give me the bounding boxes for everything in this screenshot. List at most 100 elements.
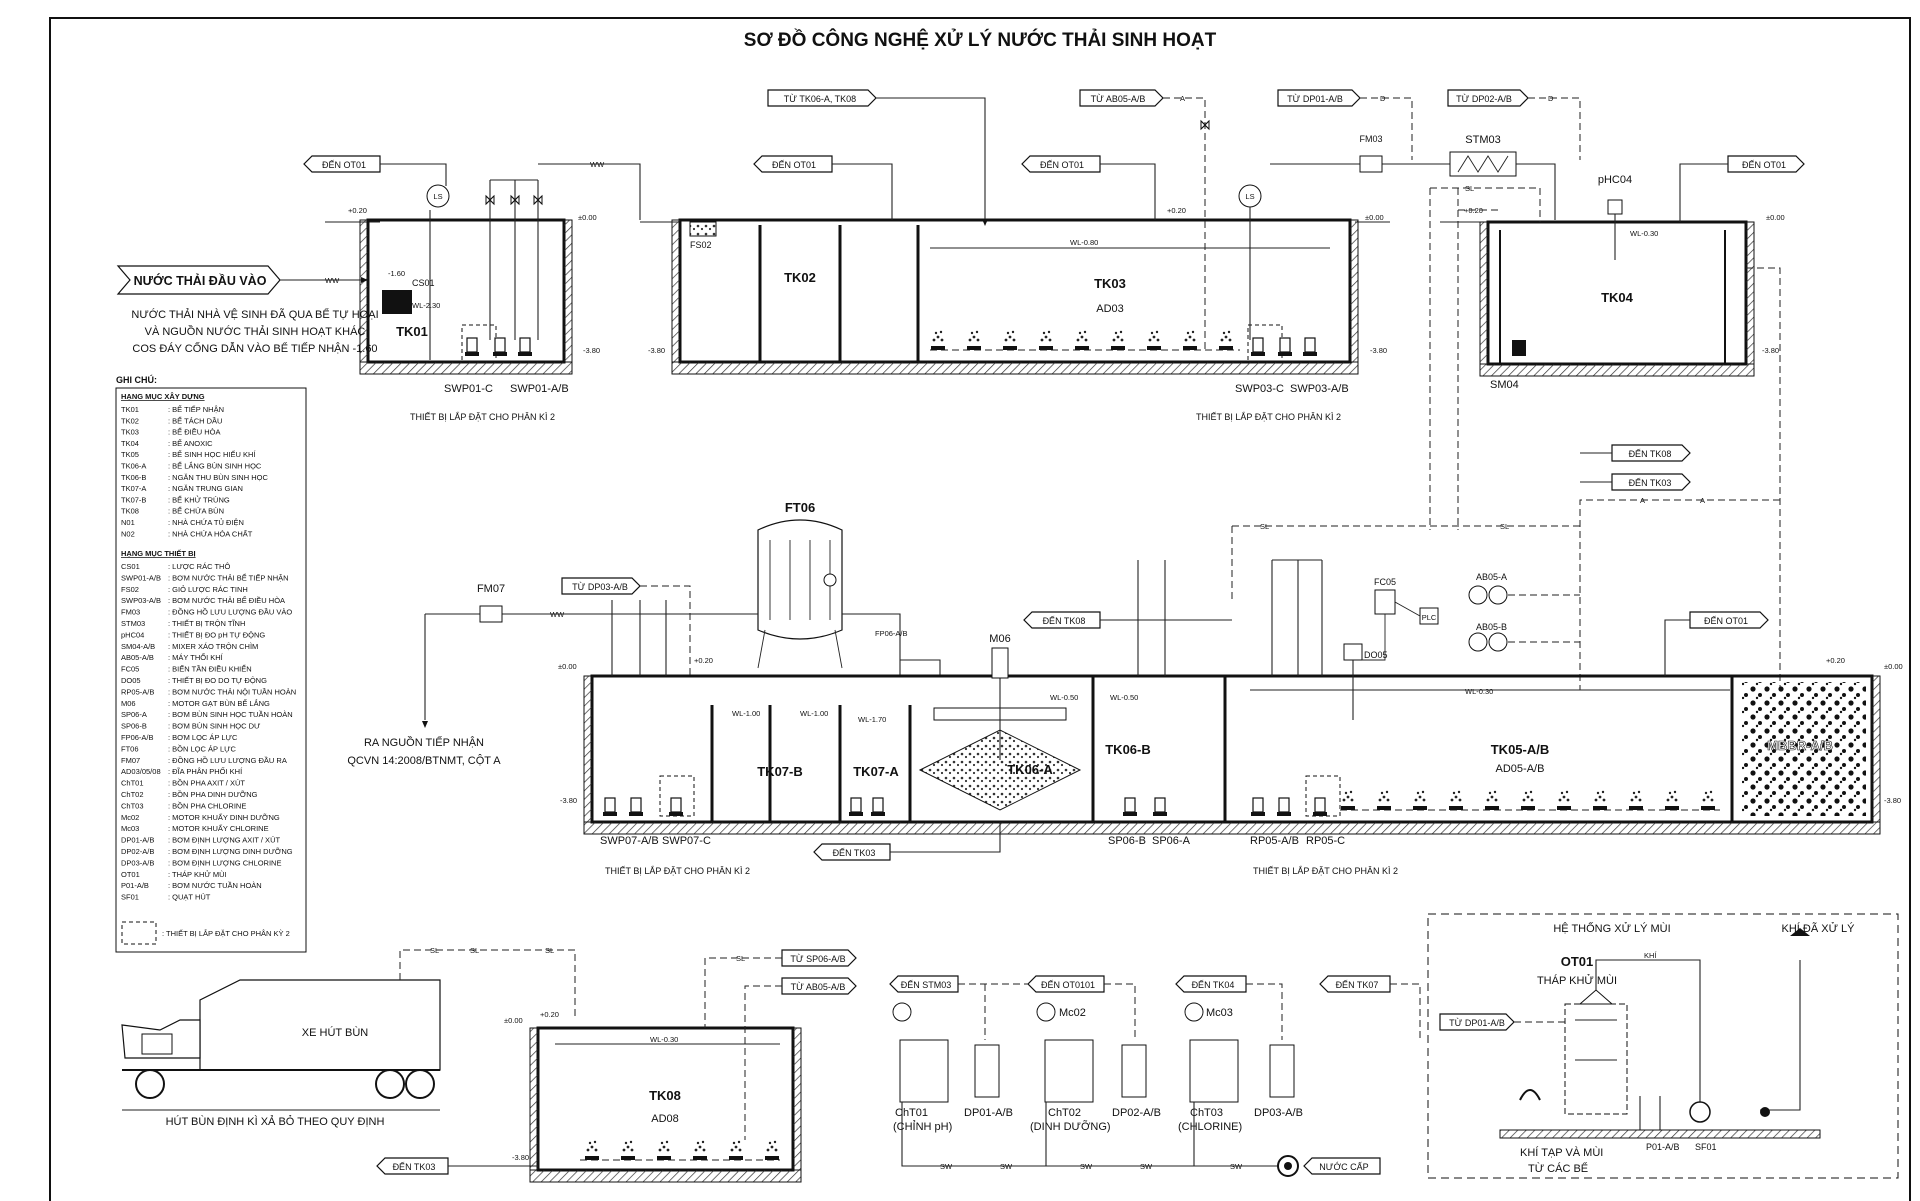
pump-swp07c-label: SWP07-C (662, 835, 711, 847)
svg-text:PLC: PLC (1422, 613, 1437, 622)
svg-text:A: A (1700, 496, 1705, 505)
svg-text:WW: WW (590, 160, 605, 169)
legend-desc: : BƠM ĐỊNH LƯỢNG AXIT / XÚT (168, 836, 280, 845)
flag-den-tk03-m: ĐẾN TK03 (813, 822, 1001, 861)
legend-desc: : THIẾT BỊ ĐO DO TỰ ĐỘNG (168, 675, 267, 685)
svg-text:ĐẾN TK03: ĐẾN TK03 (1629, 478, 1672, 488)
tank-tk05-tk06-tk07: TK07-B TK07-A TK06-A TK06-B TK05-A/B AD0… (558, 656, 1903, 835)
svg-text:DP01-A/B: DP01-A/B (964, 1107, 1013, 1119)
svg-text:THIẾT BỊ LẮP ĐẶT CHO PHÂN KÌ 2: THIẾT BỊ LẮP ĐẶT CHO PHÂN KÌ 2 (1253, 866, 1398, 876)
svg-text:KHÍ TẠP VÀ MÙI: KHÍ TẠP VÀ MÙI (1520, 1146, 1603, 1159)
svg-text:ĐẾN TK03: ĐẾN TK03 (393, 1162, 436, 1172)
svg-text:±0.00: ±0.00 (504, 1016, 523, 1025)
svg-text:TỪ AB05-A/B: TỪ AB05-A/B (791, 982, 846, 992)
svg-text:A: A (1640, 496, 1645, 505)
svg-text:(CHỈNH pH): (CHỈNH pH) (893, 1120, 952, 1133)
svg-text:-3.80: -3.80 (583, 346, 600, 355)
pump-sp06a-label: SP06-A (1152, 835, 1191, 847)
legend-desc: : BỂ LẮNG BÙN SINH HỌC (168, 462, 262, 471)
legend-code: SP06-A (121, 710, 147, 719)
svg-text:-3.80: -3.80 (648, 346, 665, 355)
legend-desc: : BƠM ĐỊNH LƯỢNG CHLORINE (168, 858, 281, 867)
discharge-label-1: RA NGUỒN TIẾP NHẬN (364, 736, 484, 749)
legend-desc: : BỂ CHỨA BÙN (168, 507, 224, 516)
svg-text:OT01: OT01 (1561, 954, 1594, 969)
svg-text:WW: WW (550, 610, 565, 619)
legend-code: TK07-A (121, 484, 146, 493)
legend-desc: : BƠM BÙN SINH HỌC TUẦN HOÀN (168, 709, 293, 719)
phc04-label: pHC04 (1598, 174, 1632, 186)
legend-desc: : NHÀ CHỨA HÓA CHẤT (168, 528, 253, 538)
svg-text:ĐẾN OT01: ĐẾN OT01 (322, 160, 366, 170)
legend-code: FP06-A/B (121, 733, 154, 742)
legend-desc: : BỒN PHA DINH DƯỠNG (168, 789, 258, 799)
legend-desc: : MÁY THỔI KHÍ (168, 653, 224, 662)
svg-text:SL: SL (1260, 522, 1269, 531)
legend-code: Mc03 (121, 824, 139, 833)
sludge-truck: XE HÚT BÙN HÚT BÙN ĐỊNH KÌ XẢ BỎ THEO QU… (121, 979, 441, 1128)
svg-text:ĐẾN OT01: ĐẾN OT01 (772, 160, 816, 170)
svg-text:THIẾT BỊ LẮP ĐẶT CHO PHÂN KÌ 2: THIẾT BỊ LẮP ĐẶT CHO PHÂN KÌ 2 (605, 866, 750, 876)
pump-swp01c-label: SWP01-C (444, 383, 493, 395)
svg-text:FC05: FC05 (1374, 577, 1396, 587)
legend-code: OT01 (121, 870, 140, 879)
legend-desc: : BƠM NƯỚC TUẦN HOÀN (168, 880, 262, 890)
tk06a-label: TK06-A (1007, 762, 1053, 777)
legend-desc: : MOTOR KHUẤY CHLORINE (168, 823, 269, 833)
legend-code: TK06-B (121, 473, 146, 482)
svg-text:+0.20: +0.20 (540, 1010, 559, 1019)
legend-code: FM03 (121, 608, 140, 617)
legend-code: STM03 (121, 619, 145, 628)
svg-text:ĐẾN OT01: ĐẾN OT01 (1704, 616, 1748, 626)
svg-text:ĐẾN OT01: ĐẾN OT01 (1040, 160, 1084, 170)
tank-tk01: TK01 CS01 -1.60 WL-2.30 LS +0.20 ±0.00 -… (348, 180, 600, 375)
svg-text:±0.00: ±0.00 (558, 662, 577, 671)
legend-desc: : BƠM NƯỚC THẢI NỘI TUẦN HOÀN (168, 686, 296, 696)
m06-label: M06 (989, 633, 1010, 645)
svg-text:LS: LS (1245, 192, 1254, 201)
legend-code: TK03 (121, 428, 139, 437)
legend-desc: : BỂ ĐIỀU HÒA (168, 427, 221, 437)
flag-tu-dp01-b: TỪ DP01-A/B (1439, 1013, 1565, 1031)
legend-desc: : THÁP KHỬ MÙI (168, 870, 227, 879)
svg-text:(DINH DƯỠNG): (DINH DƯỠNG) (1030, 1120, 1111, 1133)
svg-text:SW: SW (940, 1162, 953, 1171)
flag-tu-ab05-b: TỪ AB05-A/B (744, 977, 857, 1140)
legend-code: P01-A/B (121, 881, 149, 890)
legend-code: N01 (121, 518, 135, 527)
svg-text:-1.60: -1.60 (388, 269, 405, 278)
svg-text:SL: SL (545, 946, 554, 955)
svg-text:TỪ TK06-A, TK08: TỪ TK06-A, TK08 (784, 94, 856, 104)
legend-code: pHC04 (121, 630, 144, 639)
svg-text:ĐẾN STM03: ĐẾN STM03 (901, 980, 952, 990)
legend-desc: : QUẠT HÚT (168, 893, 211, 902)
legend-code: ChT02 (121, 790, 144, 799)
svg-text:SL: SL (430, 946, 439, 955)
svg-text:HỆ THỐNG XỬ LÝ MÙI: HỆ THỐNG XỬ LÝ MÙI (1553, 921, 1670, 935)
svg-text:AB05-A: AB05-A (1476, 572, 1507, 582)
fm03-label: FM03 (1359, 134, 1382, 144)
svg-text:WL-0.30: WL-0.30 (1465, 687, 1493, 696)
svg-text:SL: SL (736, 954, 745, 963)
diagram-title: SƠ ĐỒ CÔNG NGHỆ XỬ LÝ NƯỚC THẢI SINH HOẠ… (744, 29, 1217, 51)
flag-tu-dp03: TỪ DP03-A/B (561, 577, 691, 676)
svg-text:LS: LS (433, 192, 442, 201)
svg-text:THIẾT BỊ LẮP ĐẶT CHO PHÂN KÌ 2: THIẾT BỊ LẮP ĐẶT CHO PHÂN KÌ 2 (1196, 412, 1341, 422)
pump-rp05ab-label: RP05-A/B (1250, 835, 1299, 847)
blower-controls: FC05 PLC DO05 AB05-A AB05-B (1343, 572, 1580, 720)
legend-code: TK05 (121, 450, 139, 459)
legend-desc: : BỂ ANOXIC (168, 439, 213, 448)
svg-text:TỪ AB05-A/B: TỪ AB05-A/B (1091, 94, 1146, 104)
svg-text:-3.80: -3.80 (1884, 796, 1901, 805)
svg-text:Mc02: Mc02 (1059, 1007, 1086, 1019)
svg-text:WL-0.50: WL-0.50 (1050, 693, 1078, 702)
legend-code: CS01 (121, 562, 140, 571)
svg-text:-3.80: -3.80 (560, 796, 577, 805)
tank-tk04: TK04 WL-0.30 pHC04 +0.20 ±0.00 -3.80 SM0… (1464, 174, 1785, 391)
legend-code: DP03-A/B (121, 858, 154, 867)
legend-desc: : BƠM NƯỚC THẢI BỂ ĐIỀU HÒA (168, 595, 285, 605)
svg-text:ĐẾN TK03: ĐẾN TK03 (833, 848, 876, 858)
svg-text:FP06-A/B: FP06-A/B (875, 629, 908, 638)
